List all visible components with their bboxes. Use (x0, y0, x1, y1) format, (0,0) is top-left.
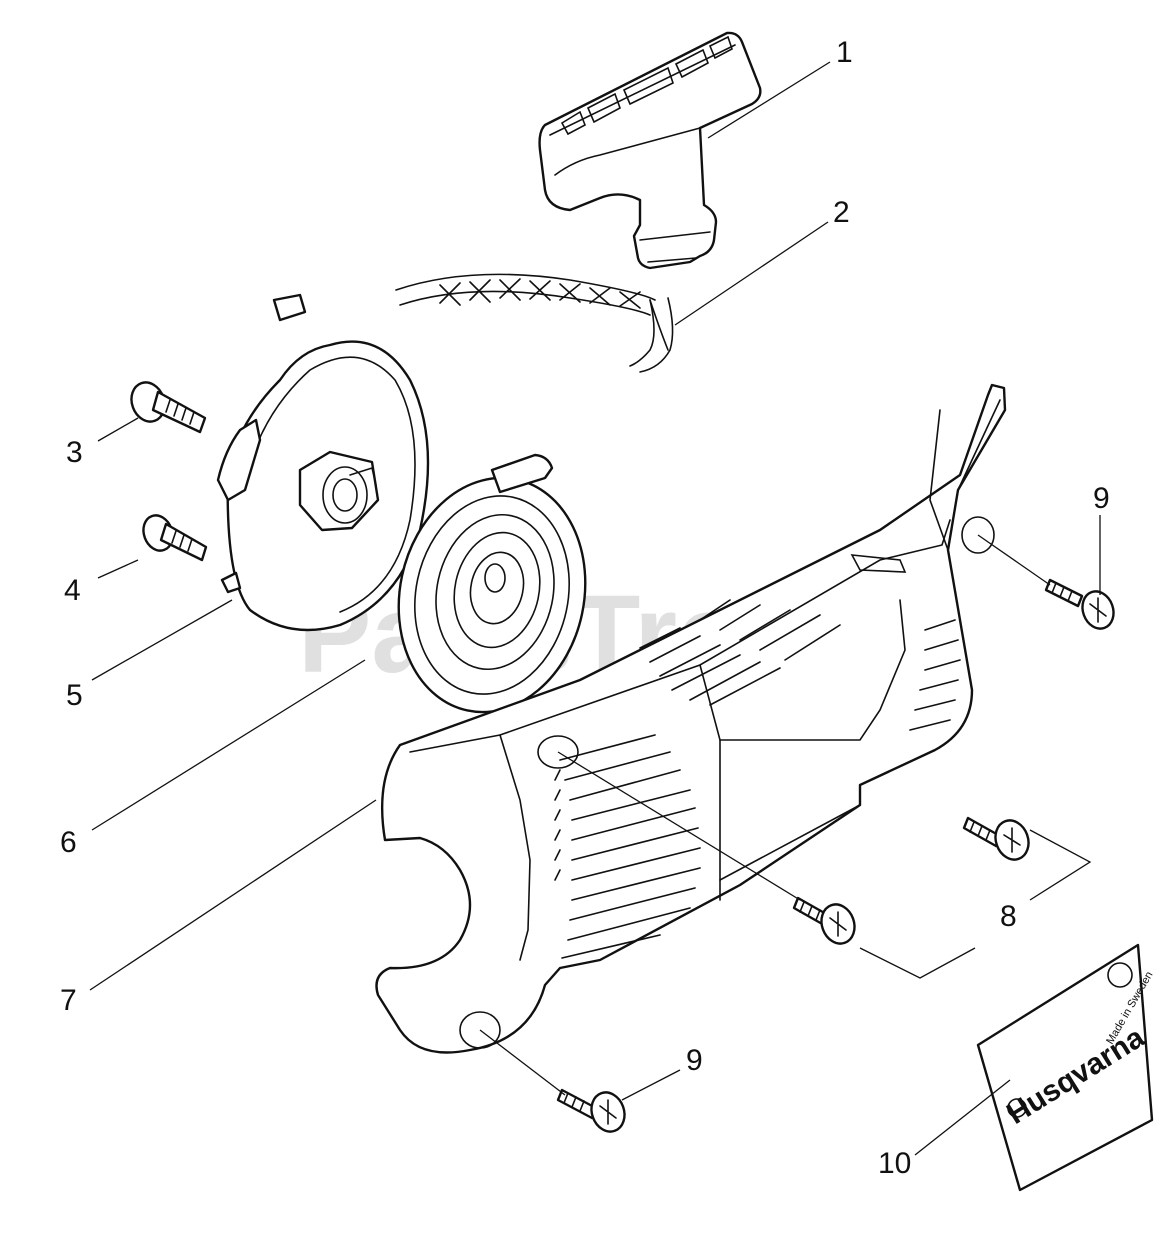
starter-housing (375, 383, 1007, 1054)
callout-10: 10 (878, 1147, 911, 1180)
starter-handle (538, 31, 762, 270)
screw-4 (142, 514, 208, 562)
screw-3 (130, 381, 207, 434)
screw-9-lower (556, 1088, 626, 1133)
callout-7: 7 (60, 984, 77, 1017)
callout-4: 4 (64, 574, 81, 607)
callout-3: 3 (66, 436, 83, 469)
callout-9-upper: 9 (1093, 482, 1110, 515)
rope-pulley (216, 293, 430, 632)
leader-lines (89, 61, 1101, 1156)
callout-2: 2 (833, 196, 850, 229)
husqvarna-decal: Husqvarna Made in Sweden (976, 943, 1156, 1192)
starter-rope (395, 273, 674, 373)
screw-8-upper (962, 816, 1030, 861)
callout-6: 6 (60, 826, 77, 859)
screw-8-lower (792, 896, 856, 945)
screw-9-upper (1044, 578, 1115, 630)
callout-8: 8 (1000, 900, 1017, 933)
callout-5: 5 (66, 679, 83, 712)
recoil-spring (397, 453, 587, 714)
callout-9-lower: 9 (686, 1044, 703, 1077)
callout-1: 1 (836, 36, 853, 69)
